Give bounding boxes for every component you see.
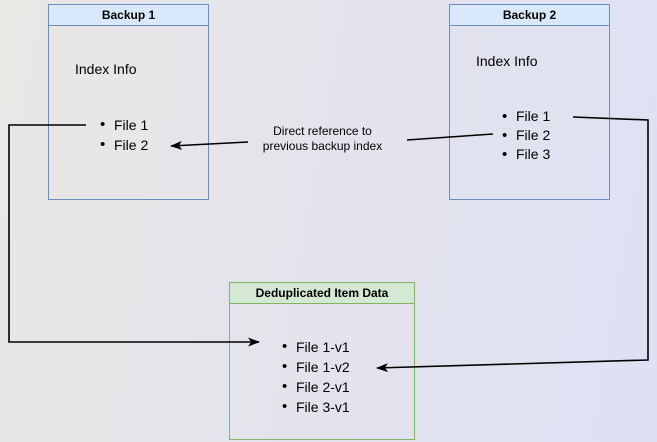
node-backup-1-title: Backup 1: [49, 5, 208, 26]
node-deduplicated-item-data: Deduplicated Item Data File 1-v1 File 1-…: [229, 282, 415, 440]
node-backup-2-title: Backup 2: [450, 5, 609, 26]
edge-label-line-1: Direct reference to: [273, 124, 372, 138]
dedup-item-list: File 1-v1 File 1-v2 File 2-v1 File 3-v1: [282, 337, 350, 417]
list-item: File 1-v1: [282, 337, 350, 357]
backup-2-index-info-label: Index Info: [476, 53, 538, 69]
backup-2-file-list: File 1 File 2 File 3: [502, 107, 550, 164]
list-item: File 2: [502, 126, 550, 145]
list-item: File 1: [502, 107, 550, 126]
backup-1-file-list: File 1 File 2: [100, 115, 148, 155]
list-item: File 2: [100, 135, 148, 155]
list-item: File 3: [502, 145, 550, 164]
node-backup-1: Backup 1 Index Info File 1 File 2: [48, 4, 209, 200]
backup-1-index-info-label: Index Info: [75, 61, 137, 77]
node-backup-2: Backup 2 Index Info File 1 File 2 File 3: [449, 4, 610, 200]
list-item: File 1: [100, 115, 148, 135]
list-item: File 3-v1: [282, 397, 350, 417]
edge-label-line-2: previous backup index: [262, 139, 383, 153]
node-deduplicated-item-data-title: Deduplicated Item Data: [230, 283, 414, 304]
list-item: File 1-v2: [282, 357, 350, 377]
list-item: File 2-v1: [282, 377, 350, 397]
edge-label-direct-reference: Direct reference to previous backup inde…: [240, 124, 405, 154]
